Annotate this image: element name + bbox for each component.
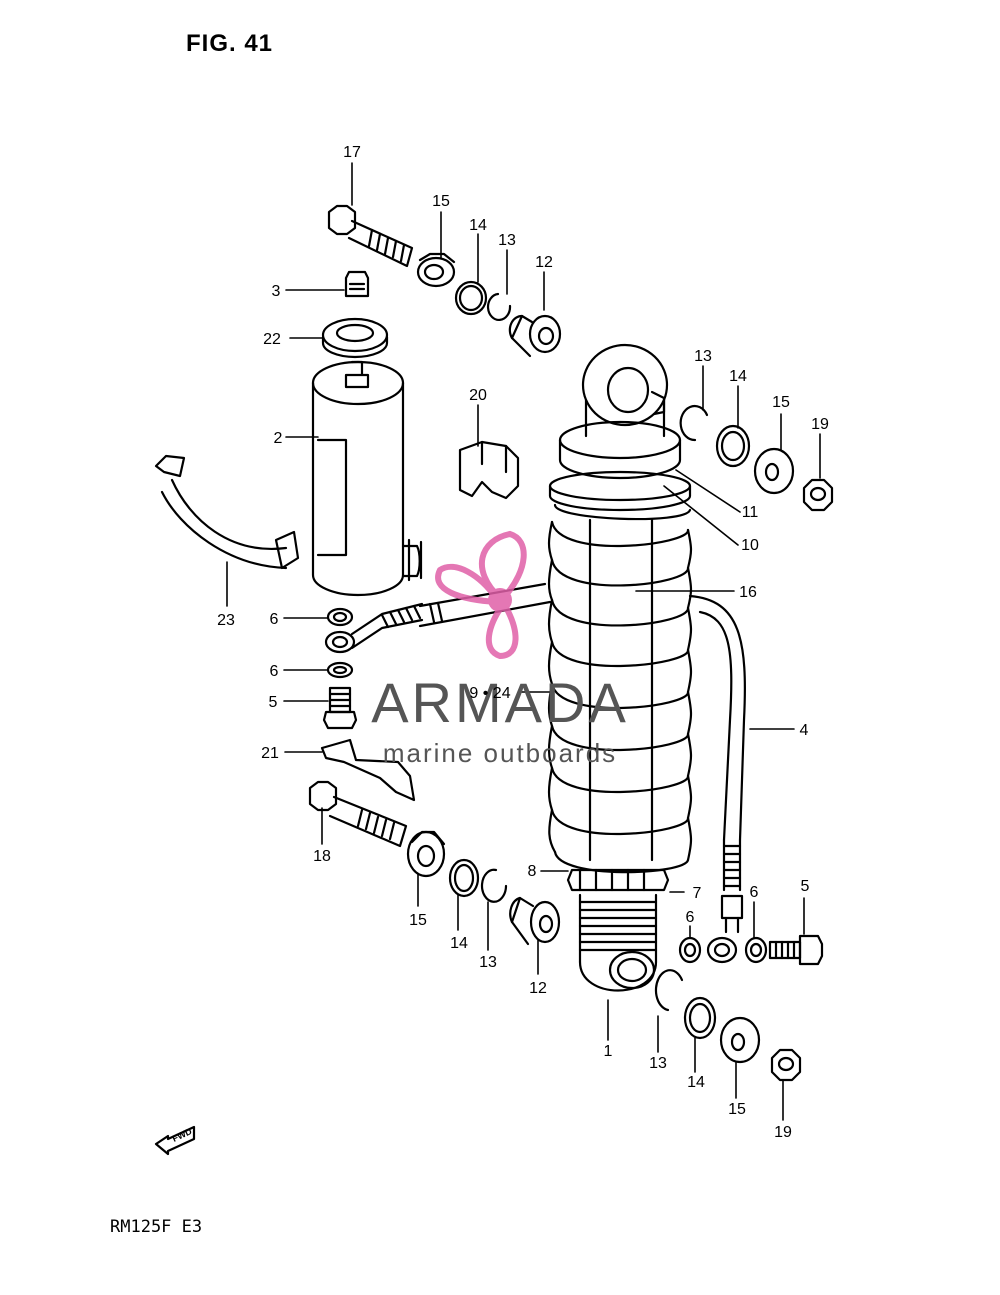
upper-bush-12 (508, 314, 562, 358)
fwd-arrow-icon (154, 1125, 196, 1156)
watermark-brand: ARMADA (371, 671, 629, 734)
callout-18: 18 (313, 848, 331, 865)
reservoir-seal (321, 317, 389, 359)
callout-15: 15 (409, 912, 427, 929)
hose-clip (320, 738, 416, 802)
callout-17: 17 (343, 144, 361, 161)
washer-6-lower-right (744, 936, 768, 964)
callout-16: 16 (739, 584, 757, 601)
callout-19: 19 (811, 416, 829, 433)
right-ring-14-upper (715, 424, 751, 468)
callout-14: 14 (687, 1074, 705, 1091)
callout-14: 14 (450, 935, 468, 952)
washer-6-lower (326, 661, 354, 679)
callout-12: 12 (535, 254, 553, 271)
figure-title: FIG. 41 (186, 30, 274, 57)
callout-labels: 17 15 14 13 12 3 22 2 20 23 6 6 5 21 18 … (217, 144, 829, 1141)
callout-6: 6 (686, 909, 695, 926)
watermark-tagline: marine outboards (383, 738, 617, 768)
callout-1: 1 (604, 1043, 613, 1060)
callout-13: 13 (649, 1055, 667, 1072)
callout-5: 5 (801, 878, 810, 895)
washer-6-upper (326, 607, 354, 627)
lower-bolt (308, 780, 408, 848)
callout-leaders (226, 162, 821, 1121)
callout-21: 21 (261, 745, 279, 762)
callout-15: 15 (772, 394, 790, 411)
callout-10: 10 (741, 537, 759, 554)
callout-19: 19 (774, 1124, 792, 1141)
washer-6-lower-left (678, 936, 702, 964)
callout-13: 13 (498, 232, 516, 249)
rubber-buffer (458, 440, 520, 500)
banjo-bolt-5-lower (768, 934, 824, 966)
hose-banjo-upper (324, 582, 552, 654)
reservoir-hose (688, 594, 746, 934)
watermark-logo (435, 530, 527, 660)
callout-7: 7 (693, 885, 702, 902)
callout-14: 14 (729, 368, 747, 385)
callout-6: 6 (750, 884, 759, 901)
model-code: RM125F E3 (110, 1217, 203, 1237)
lower-circlip-13 (480, 868, 508, 903)
callout-14: 14 (469, 217, 487, 234)
upper-ring-14 (454, 280, 488, 316)
callout-9-24: 9 • 24 (469, 685, 510, 702)
right-ring-14-lower (683, 996, 717, 1040)
right-washer-15-upper (753, 447, 795, 495)
lower-ring-14 (448, 858, 480, 898)
callout-22: 22 (263, 331, 281, 348)
callout-15: 15 (728, 1101, 746, 1118)
callout-15: 15 (432, 193, 450, 210)
callout-11: 11 (742, 504, 759, 521)
right-circlip-13-upper (679, 404, 709, 442)
shock-absorber (547, 343, 693, 992)
reservoir-tank (311, 360, 423, 597)
callout-8: 8 (528, 863, 537, 880)
callout-20: 20 (469, 387, 487, 404)
right-nut-19-upper (802, 478, 834, 512)
callout-6: 6 (270, 611, 279, 628)
callout-23: 23 (217, 612, 235, 629)
lower-bush-washer (406, 830, 446, 878)
callout-13: 13 (694, 348, 712, 365)
right-nut-19-lower (770, 1048, 802, 1082)
callout-3: 3 (272, 283, 281, 300)
right-washer-15-lower (719, 1016, 761, 1064)
callout-2: 2 (274, 430, 283, 447)
callout-13: 13 (479, 954, 497, 971)
valve-cap (344, 270, 370, 298)
callout-12: 12 (529, 980, 547, 997)
lower-bush-12 (509, 896, 561, 946)
upper-circlip-13 (486, 292, 512, 322)
banjo-bolt-5 (322, 686, 358, 730)
callout-5: 5 (269, 694, 278, 711)
upper-bush-washer (416, 252, 456, 288)
callout-4: 4 (800, 722, 809, 739)
callout-6: 6 (270, 663, 279, 680)
upper-bolt (327, 204, 414, 268)
hose-banjo-lower (706, 936, 738, 964)
right-circlip-13-lower (654, 969, 684, 1012)
reservoir-band (154, 454, 300, 570)
